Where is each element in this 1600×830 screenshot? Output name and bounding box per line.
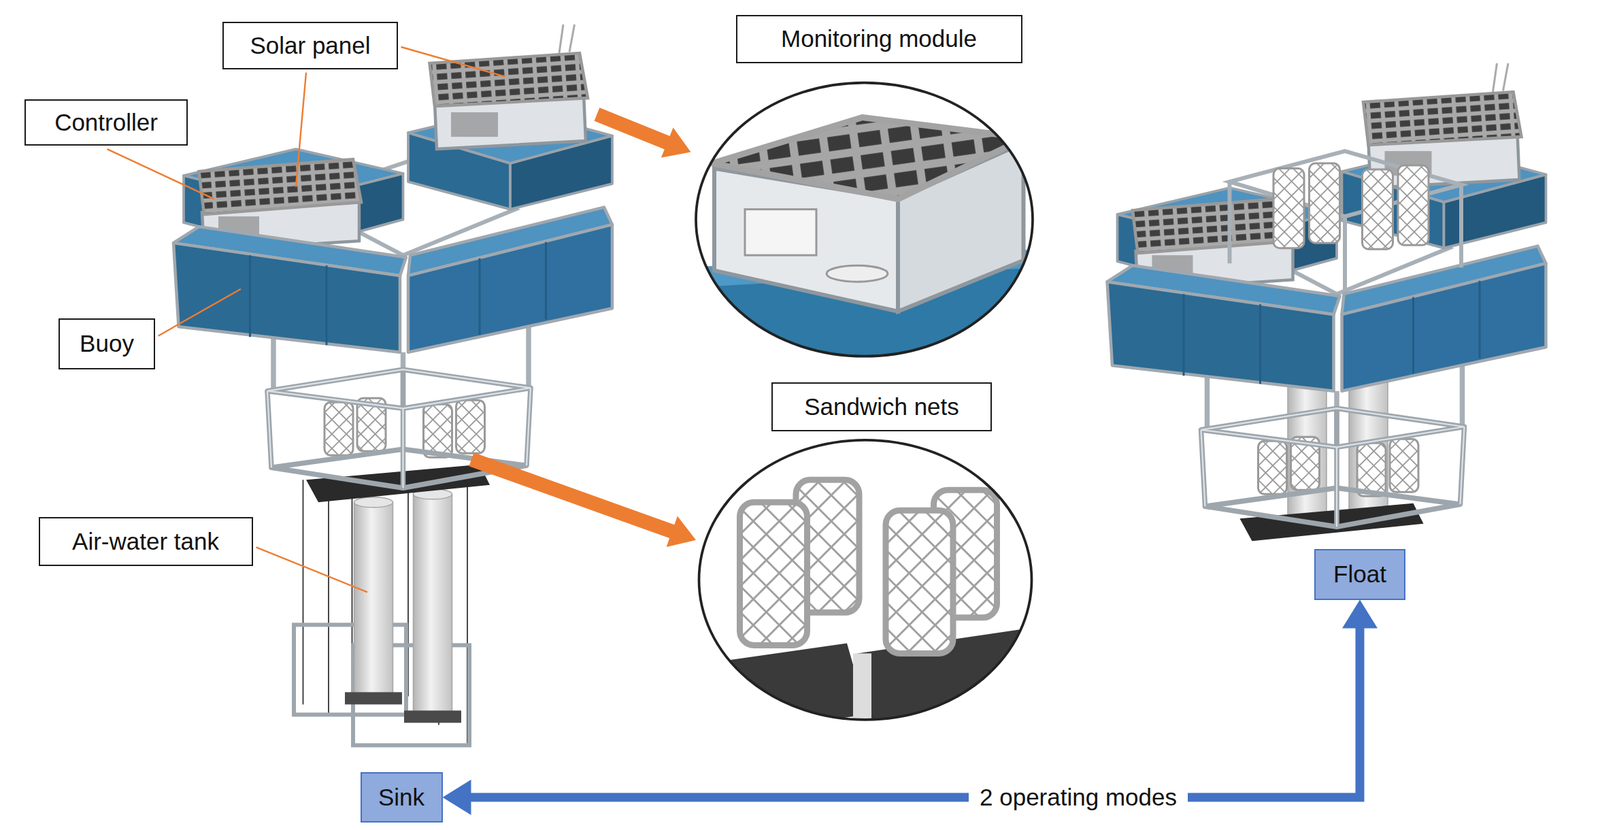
monitoring-detail — [683, 76, 1052, 373]
leader-line — [158, 289, 242, 337]
nets-detail — [885, 510, 954, 654]
sandwich-net — [1309, 163, 1341, 243]
zoom-arrow — [468, 452, 696, 547]
sandwich-net — [1309, 163, 1341, 243]
sandwich-net — [1362, 169, 1394, 249]
callout-box: Solar panel — [222, 21, 398, 70]
sandwich-net — [1229, 151, 1462, 292]
zoom-arrow — [594, 107, 692, 158]
air-water-tank — [413, 493, 453, 713]
leader-line — [295, 72, 307, 188]
arrow-head — [1342, 600, 1378, 629]
nets-detail — [853, 653, 872, 735]
mode-label: Sink — [378, 783, 425, 811]
nets-detail — [740, 502, 808, 645]
air-water-tank — [354, 497, 394, 508]
callout-label: Monitoring module — [780, 25, 977, 53]
leader-line — [256, 546, 369, 592]
tank-wires — [303, 479, 469, 743]
leader-line — [401, 46, 506, 77]
air-water-tank — [344, 489, 462, 724]
sandwich-net — [1273, 168, 1305, 249]
monitoring-detail — [826, 265, 888, 282]
buoy-assembly — [173, 24, 613, 353]
nets-detail — [693, 436, 1041, 735]
sandwich-net — [1397, 165, 1429, 245]
mode-label: Float — [1333, 560, 1387, 588]
magnifier-circle — [699, 440, 1032, 720]
sandwich-net — [1273, 168, 1305, 249]
nets-detail — [704, 642, 868, 735]
connector-line — [470, 627, 1361, 798]
sandwich-net — [1229, 181, 1462, 292]
callout-box: Air-water tank — [38, 517, 254, 566]
mode-box: Sink — [360, 772, 443, 823]
callout-label: Solar panel — [249, 31, 371, 60]
callout-box: Controller — [24, 99, 188, 146]
leader-line — [107, 148, 215, 200]
monitoring-detail — [683, 76, 1052, 373]
arrow-head — [442, 779, 472, 815]
sandwich-net — [1362, 169, 1394, 249]
callout-label: Buoy — [79, 329, 135, 358]
nets-detail — [740, 502, 808, 645]
magnifier-circle — [695, 82, 1033, 357]
nets-detail — [885, 510, 954, 654]
callout-box: Monitoring module — [736, 14, 1023, 64]
air-water-tank — [344, 691, 403, 705]
callout-label: Controller — [54, 108, 158, 137]
sandwich-net — [1397, 165, 1429, 245]
callout-label: Air-water tank — [72, 527, 220, 556]
callout-label: Sandwich nets — [804, 393, 960, 421]
callout-box: Sandwich nets — [771, 382, 992, 432]
edge-label: 2 operating modes — [968, 783, 1188, 811]
air-water-tank — [404, 710, 462, 723]
buoy-assembly — [1107, 63, 1547, 392]
callout-box: Buoy — [58, 318, 156, 370]
air-water-tank — [354, 502, 394, 696]
monitoring-detail — [744, 209, 817, 256]
mode-box: Float — [1314, 548, 1406, 600]
mode-connector — [442, 600, 1379, 816]
monitoring-detail — [712, 117, 1026, 200]
tank-wires — [303, 479, 469, 743]
